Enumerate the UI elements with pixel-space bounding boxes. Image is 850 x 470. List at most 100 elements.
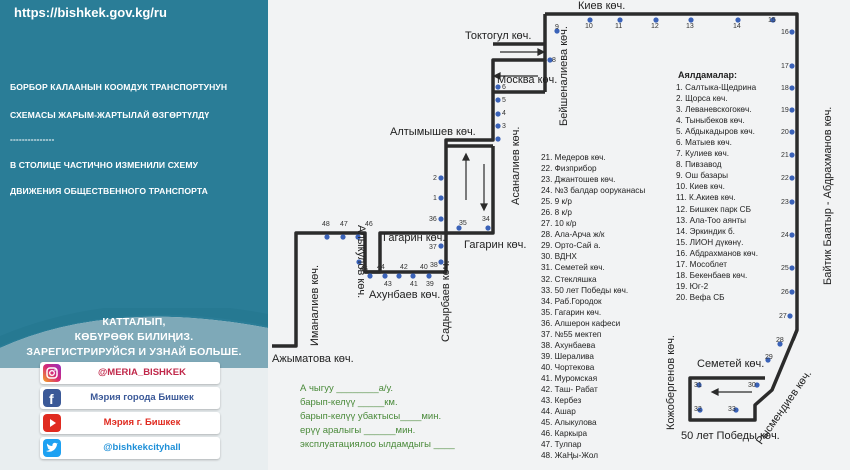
street-label-baytik: Байтик Баатыр - Абдрахманов көч. bbox=[822, 106, 834, 285]
twitter-icon bbox=[43, 439, 61, 457]
list-item: 17. Мособлет bbox=[676, 259, 727, 269]
street-label-altymyshev: Алтымышев көч. bbox=[390, 126, 476, 138]
route-form-fields: А чыгуу ________а/у. барып-келүү _____км… bbox=[300, 382, 455, 452]
list-item: 36. Алшерон кафеси bbox=[541, 318, 621, 328]
list-item: 12. Бишкек парк СБ bbox=[676, 204, 751, 214]
list-item: 48. ЖаҢы-Жол bbox=[541, 451, 599, 461]
form-line: А чыгуу ________а/у. bbox=[300, 383, 393, 394]
list-item: 37. №55 мектеп bbox=[541, 329, 602, 339]
list-item: 47. Тулпар bbox=[541, 440, 582, 450]
street-label-imanaliev: Иманалиев көч. bbox=[309, 264, 321, 346]
form-line: ерүү аралыгы ______мин. bbox=[300, 425, 416, 436]
list-item: 10. Киев көч. bbox=[676, 182, 725, 192]
list-item: 14. Эркиндик б. bbox=[676, 226, 735, 236]
list-item: 2. Щорса көч. bbox=[676, 94, 728, 104]
list-item: 41. Муромская bbox=[541, 373, 598, 383]
street-label-beyshenalieva: Бейшеналиева көч. bbox=[558, 26, 570, 126]
list-item: 13. Ала-Тоо аянты bbox=[676, 215, 747, 225]
street-label-toktogul: Токтогул көч. bbox=[465, 30, 532, 42]
list-item: 7. Кулиев көч. bbox=[676, 149, 729, 159]
list-item: 20. Вефа СБ bbox=[676, 292, 725, 302]
list-item: 39. Шералива bbox=[541, 351, 594, 361]
list-item: 31. Семетей көч. bbox=[541, 263, 605, 273]
street-label-alykulov: Алыкулов көч. bbox=[355, 225, 367, 299]
list-item: 4. Тыныбеков көч. bbox=[676, 116, 745, 126]
instagram-link[interactable]: @MERIA_BISHKEK bbox=[40, 362, 220, 384]
headline-ky-2: СХЕМАСЫ ЖАРЫМ-ЖАРТЫЛАЙ ӨЗГӨРТҮЛДҮ bbox=[10, 110, 210, 120]
list-item: 40. Чортекова bbox=[541, 362, 595, 372]
list-item: 46. Каркыра bbox=[541, 429, 588, 439]
list-item: 23. Джантошев көч. bbox=[541, 175, 616, 185]
street-label-gagarin-2: Гагарин көч. bbox=[464, 239, 527, 251]
list-item: 43. Кербез bbox=[541, 396, 582, 406]
stops-list-center: 21. Медеров көч. 22. Физприбор 23. Джант… bbox=[541, 152, 645, 461]
list-item: 34. Раб.Городок bbox=[541, 296, 602, 306]
street-label-sadyrbaev: Садырбаев көч. bbox=[440, 260, 452, 342]
form-line: барып-келүү убактысы____мин. bbox=[300, 411, 442, 422]
twitter-label: @bishkekcityhall bbox=[103, 442, 181, 453]
youtube-label: Мэрия г. Бишкек bbox=[103, 417, 181, 428]
card-header-band bbox=[0, 316, 268, 368]
list-item: 1. Салтыка-Щедрина bbox=[676, 83, 757, 92]
list-item: 28. Ала-Арча ж/к bbox=[541, 230, 605, 240]
list-item: 38. Ахунбаева bbox=[541, 340, 596, 350]
facebook-label: Мэрия города Бишкек bbox=[90, 392, 194, 403]
stops-list-right: 1. Салтыка-Щедрина 2. Щорса көч. 3. Лева… bbox=[676, 82, 758, 303]
street-label-asanaliev: Асаналиев көч. bbox=[510, 126, 522, 205]
list-item: 45. Алыкулова bbox=[541, 418, 597, 428]
headline-ru-2: ДВИЖЕНИЯ ОБЩЕСТВЕННОГО ТРАНСПОРТА bbox=[10, 186, 208, 196]
card-title: КАТТАЛЫП, КӨБҮРӨӨК БИЛИҢИЗ. ЗАРЕГИСТРИРУ… bbox=[0, 315, 268, 360]
facebook-icon: f bbox=[43, 389, 61, 407]
twitter-link[interactable]: @bishkekcityhall bbox=[40, 437, 220, 459]
list-item: 44. Ашар bbox=[541, 407, 576, 417]
headline-ky-1: БОРБОР КАЛААНЫН КООМДУК ТРАНСПОРТУНУН bbox=[10, 82, 228, 92]
list-item: 24. №3 балдар ооруканасы bbox=[541, 186, 646, 196]
list-item: 6. Матыев көч. bbox=[676, 138, 732, 148]
street-label-pobedy: 50 лет Победы көч. bbox=[681, 430, 780, 442]
list-item: 15. ЛИОН дүкөнү. bbox=[676, 237, 744, 247]
list-item: 9. Ош базары bbox=[676, 171, 729, 181]
list-item: 11. К.Акиев көч. bbox=[676, 193, 736, 203]
list-item: 5. Абдыкадыров көч. bbox=[676, 127, 755, 137]
list-item: 26. 8 к/р bbox=[541, 208, 572, 218]
stops-list-title: Аялдамалар: bbox=[678, 70, 737, 80]
list-item: 8. Пивзавод bbox=[676, 160, 722, 170]
headline-ru-1: В СТОЛИЦЕ ЧАСТИЧНО ИЗМЕНИЛИ СХЕМУ bbox=[10, 160, 199, 170]
list-item: 25. 9 к/р bbox=[541, 197, 572, 207]
list-item: 32. Стекляшка bbox=[541, 274, 597, 284]
list-item: 27. 10 к/р bbox=[541, 219, 577, 229]
svg-text:f: f bbox=[49, 391, 54, 407]
street-label-semetey: Семетей көч. bbox=[697, 358, 765, 370]
list-item: 3. Леваневскогокөч. bbox=[676, 105, 752, 115]
list-item: 16. Абдрахманов көч. bbox=[676, 248, 758, 258]
headline-divider: --------------- bbox=[10, 134, 55, 144]
youtube-icon bbox=[43, 414, 61, 432]
list-item: 30. ВДНХ bbox=[541, 252, 577, 262]
youtube-link[interactable]: Мэрия г. Бишкек bbox=[40, 412, 220, 434]
form-line: эксплуатациялоо ылдамдыгы ____ bbox=[300, 439, 455, 450]
street-label-akhunbaev: Ахунбаев көч. bbox=[369, 289, 441, 301]
street-label-kiev: Киев көч. bbox=[578, 0, 626, 12]
street-label-moskva: Москва көч. bbox=[497, 74, 558, 86]
list-item: 29. Орто-Сай а. bbox=[541, 241, 601, 251]
list-item: 22. Физприбор bbox=[541, 164, 597, 174]
list-item: 35. Гагарин көч. bbox=[541, 307, 602, 317]
site-url[interactable]: https://bishkek.gov.kg/ru bbox=[14, 5, 167, 20]
instagram-label: @MERIA_BISHKEK bbox=[98, 367, 186, 378]
list-item: 33. 50 лет Победы көч. bbox=[541, 285, 629, 295]
instagram-icon bbox=[43, 364, 61, 382]
list-item: 19. Юг-2 bbox=[676, 281, 709, 291]
list-item: 42. Таш- Рабат bbox=[541, 384, 598, 394]
card-title-line-3: ЗАРЕГИСТРИРУЙСЯ И УЗНАЙ БОЛЬШЕ. bbox=[26, 346, 242, 358]
form-line: барып-келүү _____км. bbox=[300, 397, 398, 408]
list-item: 18. Бекенбаев көч. bbox=[676, 270, 748, 280]
card-title-line-2: КӨБҮРӨӨК БИЛИҢИЗ. bbox=[74, 331, 194, 343]
street-label-azhmatova: Ажыматова көч. bbox=[272, 353, 354, 365]
street-label-gagarin-1: Гагарин көч. bbox=[383, 232, 446, 244]
street-label-kozhobergenov: Кожобергенов көч. bbox=[665, 335, 677, 430]
card-title-line-1: КАТТАЛЫП, bbox=[102, 316, 166, 328]
list-item: 21. Медеров көч. bbox=[541, 153, 606, 162]
facebook-link[interactable]: f Мэрия города Бишкек bbox=[40, 387, 220, 409]
